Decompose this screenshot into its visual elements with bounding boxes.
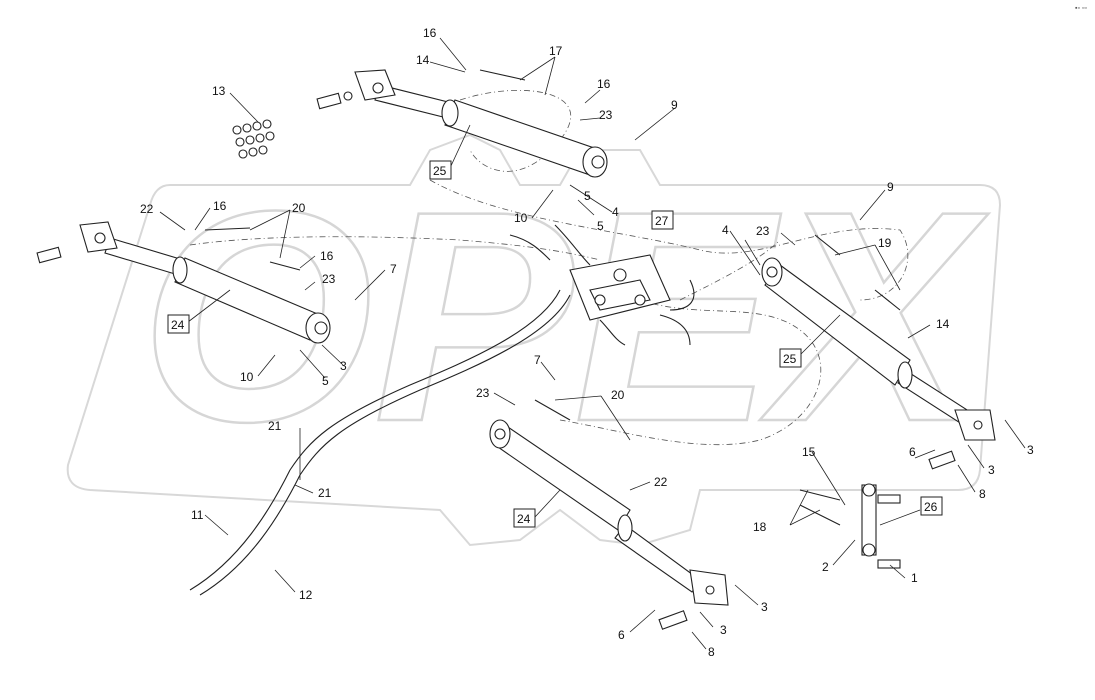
valve-block: [569, 254, 671, 321]
callout-10: 10: [514, 211, 528, 225]
cylinder-left: [36, 221, 331, 344]
leader-lines: [159, 37, 1026, 650]
callout-3: 3: [988, 463, 995, 477]
callout-10: 10: [240, 370, 254, 384]
callout-13: 13: [212, 84, 226, 98]
callout-15: 15: [802, 445, 816, 459]
callout-5: 5: [584, 189, 591, 203]
callout-3: 3: [761, 600, 768, 614]
callout-12: 12: [299, 588, 313, 602]
callout-3: 3: [340, 359, 347, 373]
callout-3: 3: [720, 623, 727, 637]
callout-14: 14: [936, 317, 950, 331]
callout-1: 1: [911, 571, 918, 585]
callout-3: 3: [1027, 443, 1034, 457]
callout-22: 22: [140, 202, 154, 216]
callout-23: 23: [476, 386, 490, 400]
callout-5: 5: [322, 374, 329, 388]
hitch-assembly: [861, 483, 901, 569]
callout-11: 11: [191, 508, 204, 522]
callout-2: 2: [822, 560, 829, 574]
callout-20: 20: [611, 388, 625, 402]
callout-14: 14: [416, 53, 430, 67]
callout-9: 9: [671, 98, 678, 112]
corner-mark: ▪▫ ▫▫: [1075, 5, 1087, 12]
fittings-cluster: [232, 119, 275, 159]
callout-16: 16: [213, 199, 227, 213]
callout-22: 22: [654, 475, 668, 489]
callout-25-top: 25: [433, 164, 447, 178]
callout-27: 27: [655, 214, 669, 228]
callout-5: 5: [597, 219, 604, 233]
main-hoses: [189, 224, 695, 596]
callout-19: 19: [878, 236, 892, 250]
callout-4: 4: [612, 205, 619, 219]
cylinder-top: [316, 69, 608, 178]
callout-16: 16: [597, 77, 611, 91]
callout-24-left: 24: [171, 318, 185, 332]
callout-8: 8: [979, 487, 986, 501]
callout-6: 6: [909, 445, 916, 459]
callout-17: 17: [549, 44, 563, 58]
callout-16: 16: [320, 249, 334, 263]
callout-8: 8: [708, 645, 715, 659]
callout-4: 4: [722, 223, 729, 237]
callout-23: 23: [756, 224, 770, 238]
callout-20: 20: [292, 201, 306, 215]
callout-numbers: 13 16 14 17 16 23 9 10 5 4 22 16 20 16 2…: [140, 26, 1034, 659]
small-hoses: [204, 69, 901, 526]
callout-7: 7: [534, 353, 541, 367]
callout-6: 6: [618, 628, 625, 642]
callout-16: 16: [423, 26, 437, 40]
hose-routing-lines: [189, 89, 909, 446]
callout-25-right: 25: [783, 352, 797, 366]
callout-26: 26: [924, 500, 938, 514]
callout-7: 7: [390, 262, 397, 276]
callout-23: 23: [322, 272, 336, 286]
cylinder-right: [761, 257, 996, 470]
callout-21: 21: [268, 419, 282, 433]
callout-18: 18: [753, 520, 767, 534]
boxed-labels: 25 24 25 24 27 26: [167, 160, 943, 528]
cylinder-bottom: [489, 419, 729, 630]
callout-23: 23: [599, 108, 613, 122]
callout-9: 9: [887, 180, 894, 194]
callout-24-bottom: 24: [517, 512, 531, 526]
callout-21: 21: [318, 486, 332, 500]
